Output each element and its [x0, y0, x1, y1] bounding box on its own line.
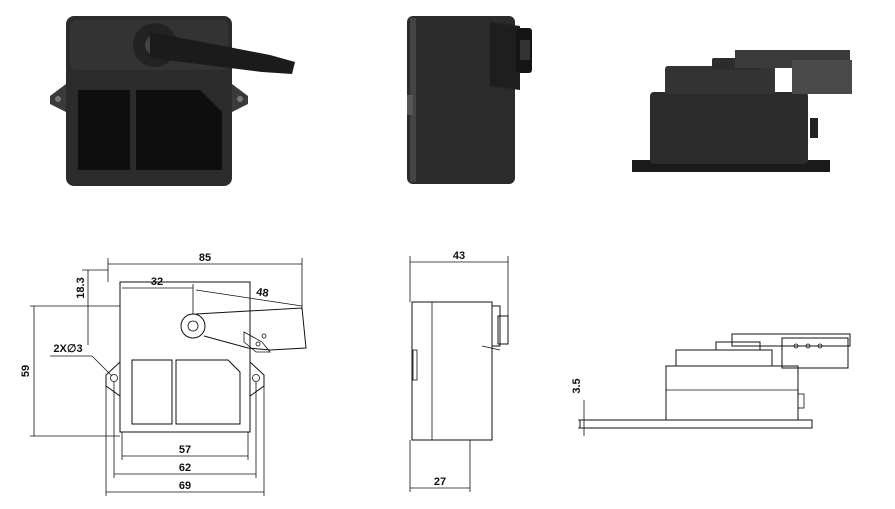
hole-callout: 2X∅3	[53, 343, 82, 355]
top-cap	[665, 66, 775, 94]
top-lever-hole-3	[817, 343, 823, 349]
front-left-hole	[110, 374, 118, 382]
left-ear-hole	[55, 96, 61, 102]
lever-arm	[150, 32, 295, 74]
side-slot	[407, 95, 413, 115]
front-lever-bracket	[243, 331, 271, 353]
dim-48: 48	[256, 286, 270, 300]
front-bracket-hole	[255, 341, 261, 347]
front-lever-pin	[187, 320, 199, 332]
right-window	[136, 90, 222, 170]
side-lever-foot	[481, 345, 501, 351]
side-drawing: 43 27	[409, 250, 509, 492]
front-left-ear	[105, 360, 121, 397]
top-lever-end-line	[781, 337, 849, 369]
front-bracket-hole-2	[261, 333, 267, 339]
top-lever-line	[731, 333, 851, 347]
front-render	[50, 16, 295, 186]
top-housing-line	[665, 365, 799, 421]
front-left-window	[131, 359, 173, 425]
side-render	[407, 16, 532, 184]
front-lever-hub	[180, 313, 206, 339]
side-lever-block	[490, 22, 520, 90]
front-right-hole	[252, 374, 260, 382]
front-outline	[119, 281, 251, 433]
dim-32: 32	[151, 276, 163, 288]
right-ear-hole	[237, 96, 243, 102]
side-lever-knob-line	[497, 315, 509, 345]
dim-line-48	[195, 289, 303, 307]
top-drawing: 3.5	[571, 333, 851, 436]
top-lever-end	[792, 60, 852, 94]
dim-85: 85	[199, 252, 211, 264]
top-cap-line	[675, 349, 773, 367]
top-flange-line	[579, 419, 813, 429]
left-window	[78, 90, 130, 170]
dim-3-5: 3.5	[571, 378, 583, 393]
top-side-pin	[810, 118, 818, 138]
dim-69: 69	[179, 480, 191, 492]
side-outline	[411, 301, 493, 441]
front-right-window	[175, 359, 241, 425]
top-lever-hole-1	[793, 343, 799, 349]
dim-43: 43	[453, 250, 465, 262]
front-drawing: 85 32 48 18.3 2X∅3 59 57 62	[20, 252, 307, 496]
side-slot-line	[412, 349, 418, 381]
side-lever-block-line	[492, 305, 501, 347]
dim-27: 27	[434, 476, 446, 488]
side-housing	[407, 16, 515, 184]
dim-57: 57	[179, 444, 191, 456]
top-render	[632, 50, 852, 172]
front-right-ear	[249, 360, 265, 397]
dim-18-3: 18.3	[75, 277, 87, 298]
dim-62: 62	[179, 462, 191, 474]
front-lever-arm	[195, 307, 307, 351]
top-side-pin-line	[797, 393, 805, 409]
top-housing	[650, 92, 808, 164]
dim-59: 59	[20, 365, 32, 377]
side-lever-detail	[520, 40, 530, 60]
top-lever-hole-2	[805, 343, 811, 349]
hole-callout-leader	[91, 355, 113, 377]
